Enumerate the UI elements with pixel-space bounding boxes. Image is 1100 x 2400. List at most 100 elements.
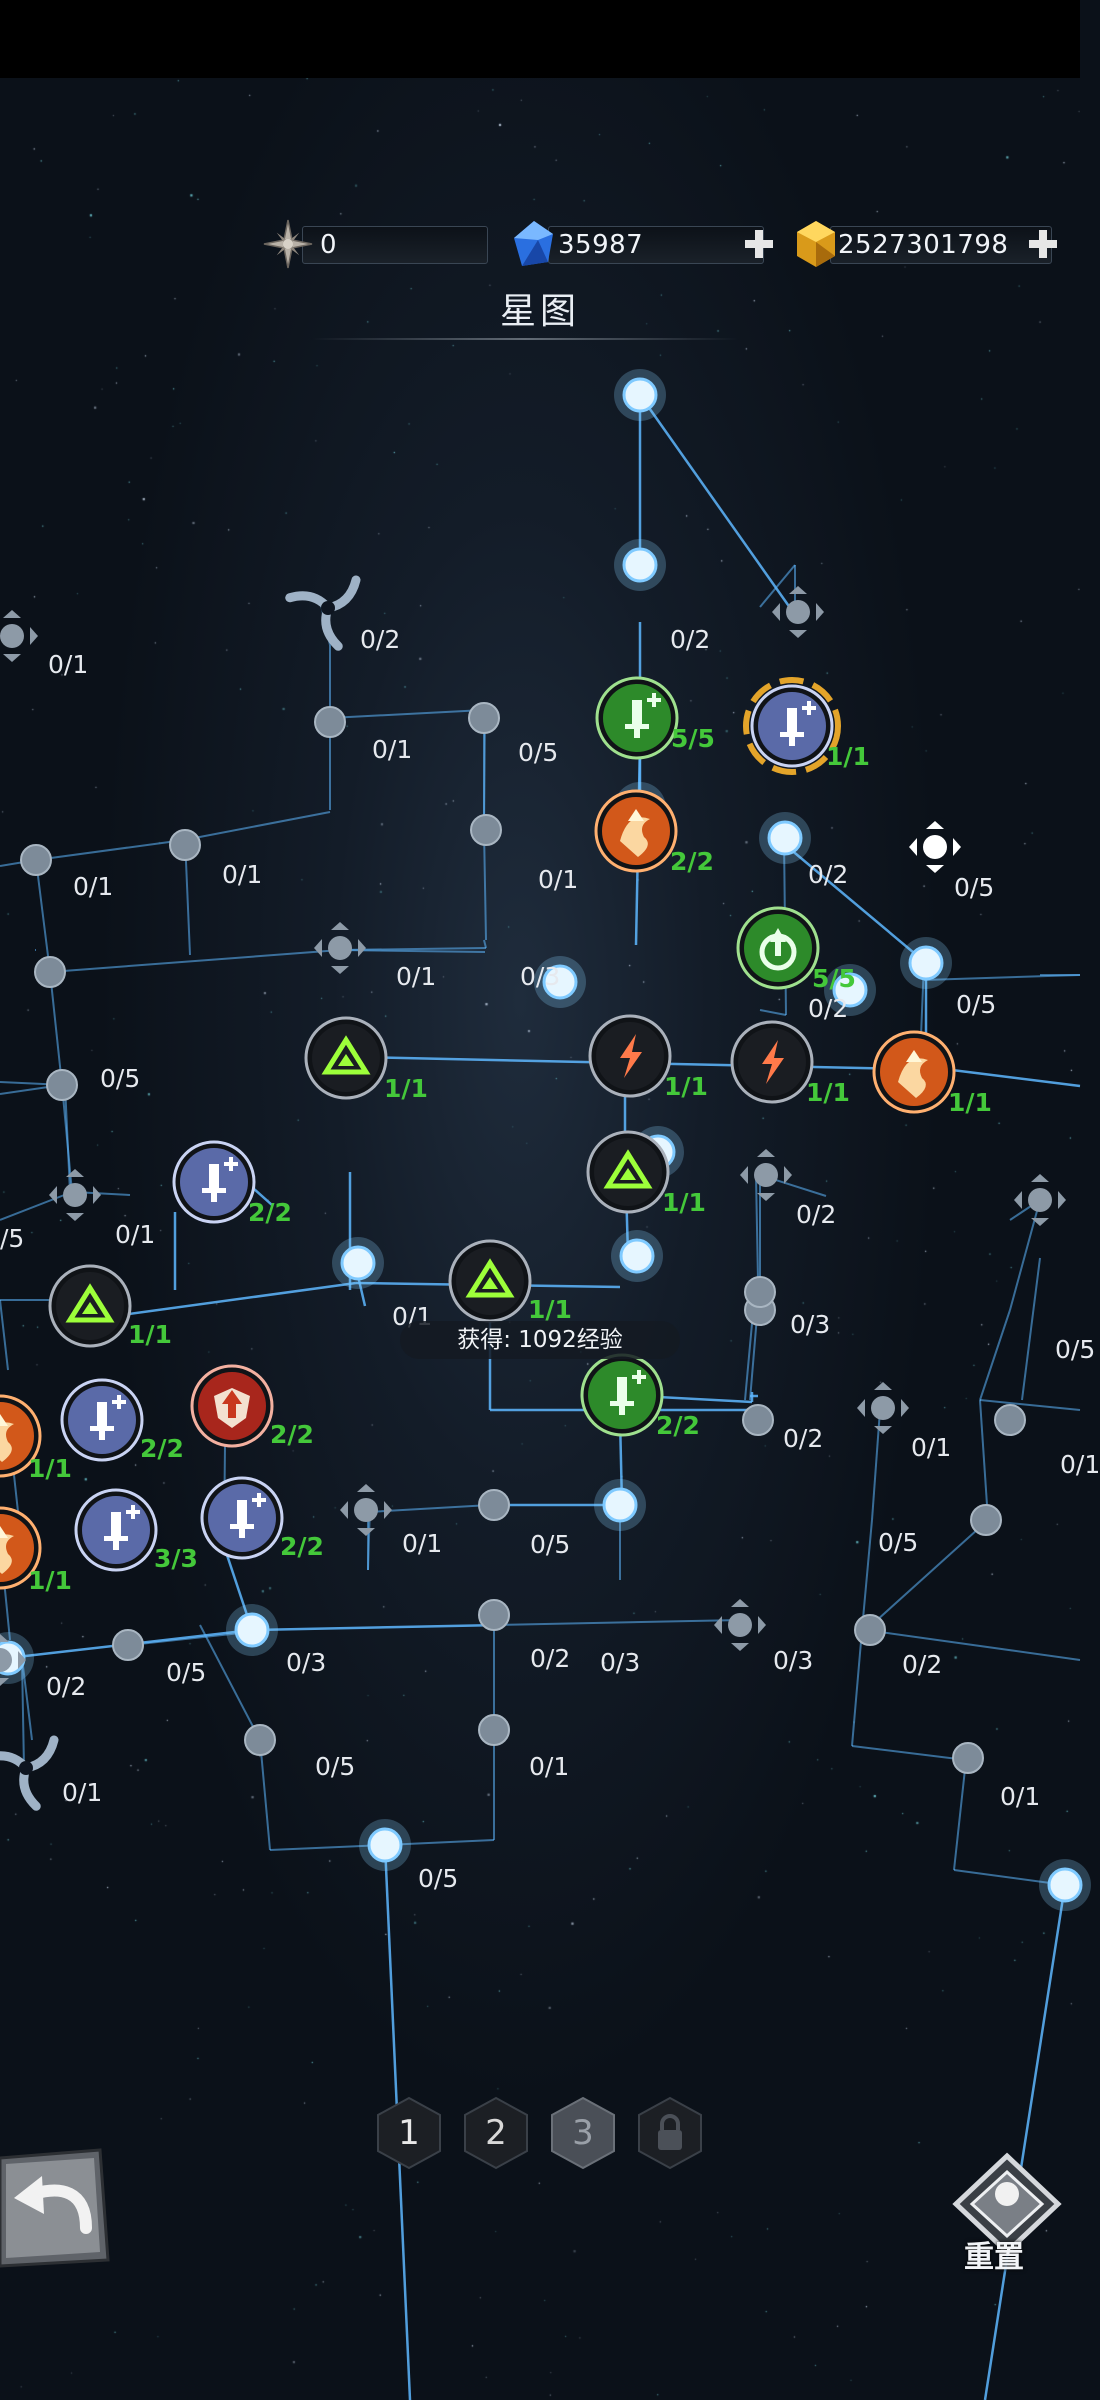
star-node-active[interactable] — [367, 1827, 403, 1863]
node-progress-label: 0/1 — [1000, 1782, 1041, 1811]
star-node[interactable] — [468, 702, 500, 734]
direction-node[interactable] — [0, 1634, 26, 1686]
page-tab-3[interactable]: 3 — [550, 2096, 616, 2170]
diamond-value: 35987 — [558, 230, 644, 260]
fire-swirl-skill-node[interactable] — [872, 1030, 956, 1114]
direction-node[interactable] — [1014, 1174, 1066, 1226]
back-arrow-icon — [14, 2176, 92, 2234]
node-progress-label: 0/3 — [773, 1646, 814, 1675]
direction-node[interactable] — [340, 1484, 392, 1536]
star-node-active[interactable] — [832, 972, 868, 1008]
page-tab-label: 2 — [485, 2113, 507, 2153]
star-node-active[interactable] — [542, 964, 578, 1000]
direction-node[interactable] — [909, 821, 961, 873]
star-node-active[interactable] — [619, 1238, 655, 1274]
skill-level-label: 2/2 — [270, 1420, 314, 1449]
page-tab-1[interactable]: 1 — [376, 2096, 442, 2170]
lightning-skill-node[interactable] — [730, 1020, 814, 1104]
star-node[interactable] — [742, 1404, 774, 1436]
node-progress-label: 0/5 — [100, 1064, 141, 1093]
direction-node[interactable] — [714, 1599, 766, 1651]
star-node[interactable] — [112, 1629, 144, 1661]
sword-plus-skill-node[interactable] — [60, 1378, 144, 1462]
page-tab-locked[interactable] — [637, 2096, 703, 2170]
add-gold-button[interactable] — [1026, 227, 1060, 261]
sword-plus-skill-node[interactable] — [743, 677, 841, 775]
node-progress-label: 0/2 — [808, 860, 849, 889]
direction-node[interactable] — [49, 1169, 101, 1221]
star-node-active[interactable] — [234, 1612, 270, 1648]
star-node-active[interactable] — [622, 547, 658, 583]
node-progress-label: 0/1 — [372, 735, 413, 764]
direction-node[interactable] — [0, 610, 38, 662]
skill-level-label: 1/1 — [662, 1188, 706, 1217]
star-node[interactable] — [952, 1742, 984, 1774]
star-node-active[interactable] — [622, 377, 658, 413]
sword-plus-skill-node[interactable] — [580, 1353, 664, 1437]
sword-plus-icon — [780, 701, 816, 746]
star-node-active[interactable] — [908, 945, 944, 981]
star-node[interactable] — [478, 1714, 510, 1746]
sword-plus-skill-node[interactable] — [74, 1488, 158, 1572]
diamond-counter: 35987 — [508, 218, 778, 270]
star-node[interactable] — [20, 844, 52, 876]
reset-button[interactable] — [950, 2150, 1065, 2274]
star-node[interactable] — [854, 1614, 886, 1646]
star-node[interactable] — [34, 956, 66, 988]
fire-swirl-skill-node[interactable] — [0, 1394, 42, 1478]
star-node-active[interactable] — [602, 1487, 638, 1523]
shield-arrow-skill-node[interactable] — [190, 1364, 274, 1448]
star-node[interactable] — [744, 1276, 776, 1308]
skill-level-label: 1/1 — [384, 1074, 428, 1103]
node-progress-label: 0/1 — [538, 865, 579, 894]
green-triangle-skill-node[interactable] — [304, 1016, 388, 1100]
direction-node[interactable] — [857, 1382, 909, 1434]
node-progress-label: 0/2 — [796, 1200, 837, 1229]
add-diamond-button[interactable] — [742, 227, 776, 261]
node-progress-label: 0/1 — [115, 1220, 156, 1249]
direction-node[interactable] — [772, 586, 824, 638]
star-node[interactable] — [244, 1724, 276, 1756]
fire-swirl-skill-node[interactable] — [0, 1506, 42, 1590]
skill-level-label: 1/1 — [806, 1078, 850, 1107]
fire-swirl-skill-node[interactable] — [594, 789, 678, 873]
node-progress-label: 0/5 — [878, 1528, 919, 1557]
green-agility-skill-node[interactable] — [736, 906, 820, 990]
star-node[interactable] — [46, 1069, 78, 1101]
sword-plus-skill-node[interactable] — [200, 1476, 284, 1560]
sword-plus-icon — [104, 1505, 140, 1550]
green-triangle-icon — [321, 1035, 371, 1075]
green-agility-icon — [759, 928, 797, 971]
star-node-active[interactable] — [1047, 1867, 1083, 1903]
star-node[interactable] — [169, 829, 201, 861]
star-node[interactable] — [970, 1504, 1002, 1536]
star-node[interactable] — [314, 706, 346, 738]
page-tab-2[interactable]: 2 — [463, 2096, 529, 2170]
green-triangle-skill-node[interactable] — [448, 1239, 532, 1323]
direction-node[interactable] — [740, 1149, 792, 1201]
page-tab-label: 3 — [572, 2113, 594, 2153]
skill-level-label: 3/3 — [154, 1544, 198, 1573]
sword-plus-skill-node[interactable] — [172, 1140, 256, 1224]
green-triangle-skill-node[interactable] — [48, 1264, 132, 1348]
green-triangle-skill-node[interactable] — [586, 1130, 670, 1214]
star-node[interactable] — [478, 1599, 510, 1631]
back-button[interactable] — [0, 2148, 112, 2268]
reset-diamond-icon — [952, 2152, 1062, 2256]
vortex-icon[interactable] — [285, 575, 361, 651]
node-progress-label: 0/5 — [956, 990, 997, 1019]
lightning-icon — [762, 1040, 784, 1084]
star-node[interactable] — [470, 814, 502, 846]
lightning-skill-node[interactable] — [588, 1014, 672, 1098]
skill-level-label: 1/1 — [948, 1088, 992, 1117]
vortex-icon[interactable] — [0, 1735, 59, 1811]
skill-level-label: 2/2 — [656, 1411, 700, 1440]
skill-level-label: 5/5 — [671, 724, 715, 753]
star-node[interactable] — [994, 1404, 1026, 1436]
star-node-active[interactable] — [767, 820, 803, 856]
direction-node[interactable] — [314, 922, 366, 974]
star-node-active[interactable] — [340, 1245, 376, 1281]
star-node[interactable] — [478, 1489, 510, 1521]
sword-plus-skill-node[interactable] — [595, 676, 679, 760]
